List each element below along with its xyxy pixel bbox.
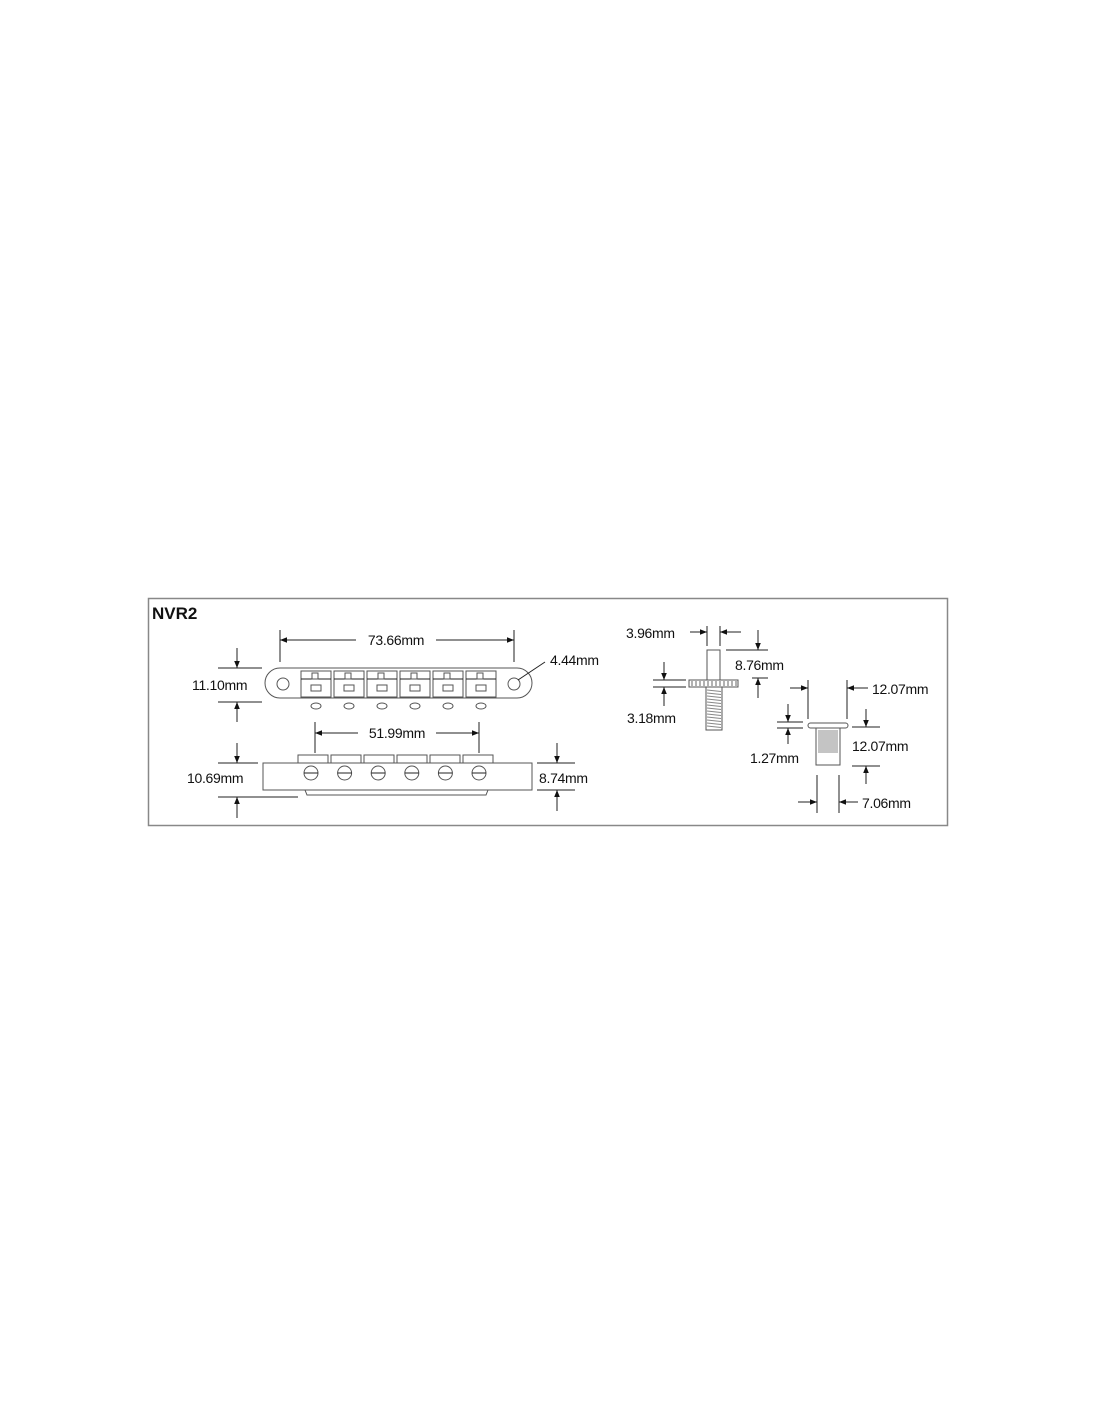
saddle-side bbox=[462, 754, 494, 764]
dim-body-height: 8.74mm bbox=[537, 743, 588, 811]
stud-height-label: 8.76mm bbox=[735, 657, 784, 673]
diagram-title: NVR2 bbox=[152, 604, 197, 623]
dim-stud-diameter: 3.96mm bbox=[626, 625, 741, 646]
stud-flange-label: 3.18mm bbox=[627, 710, 676, 726]
screw-head bbox=[376, 702, 388, 710]
diagram-frame bbox=[147, 597, 949, 827]
bridge-top-view bbox=[264, 667, 533, 710]
stud-diameter-label: 3.96mm bbox=[626, 625, 675, 641]
dim-insert-flange-diameter: 12.07mm bbox=[790, 680, 929, 719]
top-height-label: 11.10mm bbox=[192, 677, 247, 693]
insert-length-label: 12.07mm bbox=[852, 738, 908, 754]
insert-flange-thickness-label: 1.27mm bbox=[750, 750, 799, 766]
dim-stud-height: 8.76mm bbox=[726, 630, 784, 698]
screw-head bbox=[475, 702, 487, 710]
bridge-side-view bbox=[262, 754, 533, 796]
saddle-side bbox=[363, 754, 395, 764]
overall-height-label: 10.69mm bbox=[187, 770, 243, 786]
screw-head bbox=[310, 702, 322, 710]
dim-top-height: 11.10mm bbox=[192, 648, 262, 722]
dim-insert-flange-thickness: 1.27mm bbox=[750, 704, 803, 766]
saddle-side bbox=[330, 754, 362, 764]
screw-head bbox=[343, 702, 355, 710]
screw-head bbox=[409, 702, 421, 710]
stud-drawing bbox=[688, 649, 739, 731]
hole-label: 4.44mm bbox=[550, 652, 599, 668]
dim-hole: 4.44mm bbox=[517, 652, 599, 681]
body-height-label: 8.74mm bbox=[539, 770, 588, 786]
insert-body-diameter-label: 7.06mm bbox=[862, 795, 911, 811]
length-label: 73.66mm bbox=[368, 632, 424, 648]
saddle-span-label: 51.99mm bbox=[369, 725, 425, 741]
dim-insert-length: 12.07mm bbox=[852, 709, 909, 784]
insert-drawing bbox=[807, 722, 849, 766]
saddle-side bbox=[429, 754, 461, 764]
dim-stud-flange: 3.18mm bbox=[627, 662, 686, 726]
dim-length: 73.66mm bbox=[279, 630, 515, 662]
screw-head bbox=[442, 702, 454, 710]
saddle-side bbox=[297, 754, 329, 764]
dim-insert-body-diameter: 7.06mm bbox=[798, 775, 911, 813]
dim-overall-height: 10.69mm bbox=[187, 743, 298, 818]
dim-saddle-span: 51.99mm bbox=[314, 722, 480, 753]
insert-flange-diameter-label: 12.07mm bbox=[872, 681, 928, 697]
saddle-side bbox=[396, 754, 428, 764]
